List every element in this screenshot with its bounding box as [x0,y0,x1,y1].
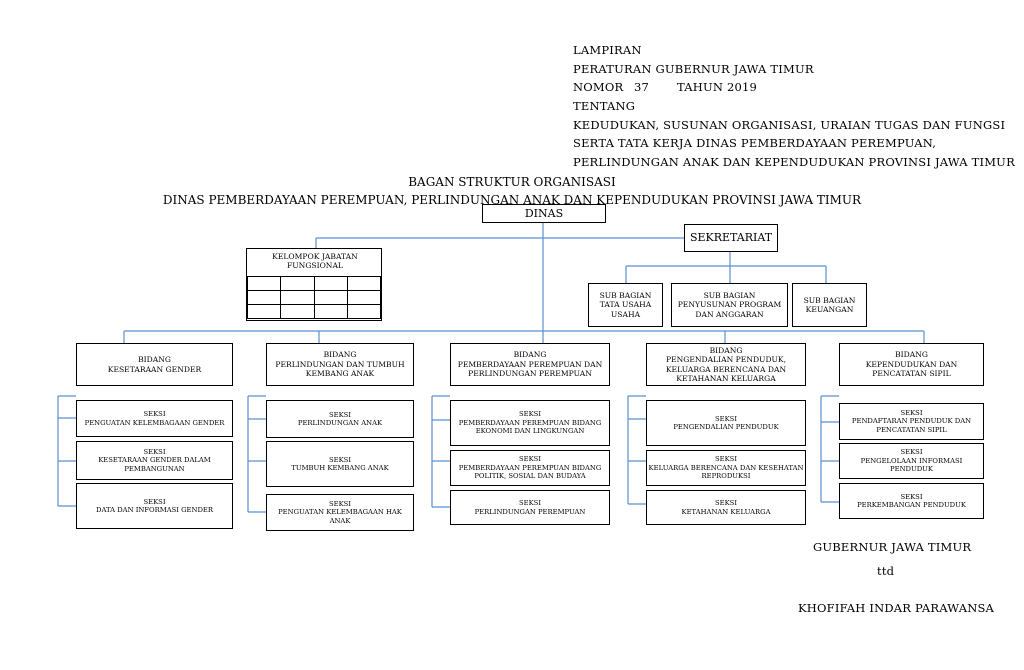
seksi-name: TUMBUH KEMBANG ANAK [291,464,389,472]
subbagian-keuangan-box: SUB BAGIAN KEUANGAN [792,283,867,327]
header-subject-3: PERLINDUNGAN ANAK DAN KEPENDUDUKAN PROVI… [573,155,1015,169]
kelompok-jabatan-fungsional-box: KELOMPOK JABATAN FUNGSIONAL [246,248,382,321]
seksi-box: SEKSI PERLINDUNGAN PEREMPUAN [450,490,610,525]
kelompok-grid [246,276,382,319]
subbagian-name: TATA USAHA USAHA [599,300,652,319]
seksi-name: DATA DAN INFORMASI GENDER [96,506,213,514]
sekretariat-label: SEKRETARIAT [689,231,773,245]
header-tahun: TAHUN 2019 [677,80,758,94]
bidang-name: PERLINDUNGAN DAN TUMBUH KEMBANG ANAK [275,359,405,379]
seksi-box: SEKSI PENGENDALIAN PENDUDUK [646,400,806,446]
bidang-pemberdayaan-perempuan-box: BIDANG PEMBERDAYAAN PEREMPUAN DAN PERLIN… [450,343,610,386]
bidang-pengendalian-penduduk-box: BIDANG PENGENDALIAN PENDUDUK, KELUARGA B… [646,343,806,386]
bidang-perlindungan-anak-box: BIDANG PERLINDUNGAN DAN TUMBUH KEMBANG A… [266,343,414,386]
seksi-box: SEKSI PENDAFTARAN PENDUDUK DAN PENCATATA… [839,403,984,440]
bidang-label: BIDANG [138,355,171,365]
subbagian-label: SUB BAGIAN [703,290,756,300]
seksi-label: SEKSI [328,455,352,464]
header-peraturan: PERATURAN GUBERNUR JAWA TIMUR [573,62,814,76]
seksi-name: PEMBERDAYAAN PEREMPUAN BIDANG EKONOMI DA… [458,418,602,436]
seksi-name: PENGUATAN KELEMBAGAAN GENDER [84,418,225,427]
bidang-name: PENGENDALIAN PENDUDUK, KELUARGA BERENCAN… [665,355,787,383]
seksi-label: SEKSI [518,499,542,508]
seksi-box: SEKSI PENGELOLAAN INFORMASI PENDUDUK [839,443,984,479]
seksi-label: SEKSI [143,497,166,506]
subbagian-name: PENYUSUNAN PROGRAM DAN ANGGARAN [677,300,782,319]
seksi-box: SEKSI TUMBUH KEMBANG ANAK [266,441,414,487]
seksi-label: SEKSI [900,492,923,501]
subbagian-label: SUB BAGIAN [803,295,856,305]
seksi-label: SEKSI [143,410,166,419]
bidang-kependudukan-box: BIDANG KEPENDUDUKAN DAN PENCATATAN SIPIL [839,343,984,386]
seksi-label: SEKSI [518,455,542,464]
seksi-label: SEKSI [328,410,352,419]
bidang-name: PEMBERDAYAAN PEREMPUAN DAN PERLINDUNGAN … [457,359,603,379]
bidang-name: KESETARAAN GENDER [107,364,202,374]
kelompok-line1: KELOMPOK JABATAN [272,252,358,261]
seksi-box: SEKSI PEMBERDAYAAN PEREMPUAN BIDANG EKON… [450,400,610,446]
seksi-name: PEMBERDAYAAN PEREMPUAN BIDANG POLITIK, S… [458,463,602,481]
seksi-box: SEKSI DATA DAN INFORMASI GENDER [76,483,233,529]
seksi-name: PENGUATAN KELEMBAGAAN HAK ANAK [278,508,402,525]
chart-subtitle: DINAS PEMBERDAYAAN PEREMPUAN, PERLINDUNG… [162,193,862,207]
seksi-label: SEKSI [143,447,166,456]
sekretariat-box: SEKRETARIAT [684,224,778,252]
seksi-box: SEKSI PENGUATAN KELEMBAGAAN HAK ANAK [266,494,414,531]
seksi-box: SEKSI KESETARAAN GENDER DALAM PEMBANGUNA… [76,441,233,480]
seksi-label: SEKSI [900,408,923,417]
subbagian-label: SUB BAGIAN [599,290,652,300]
header-tentang: TENTANG [573,99,636,113]
seksi-name: PENDAFTARAN PENDUDUK DAN PENCATATAN SIPI… [851,417,972,434]
signature-name: KHOFIFAH INDAR PARAWANSA [798,601,995,615]
seksi-box: SEKSI KETAHANAN KELUARGA [646,490,806,525]
seksi-name: PENGENDALIAN PENDUDUK [673,423,779,431]
seksi-box: SEKSI PENGUATAN KELEMBAGAAN GENDER [76,400,233,437]
seksi-name: PERLINDUNGAN ANAK [297,419,383,427]
seksi-name: PERKEMBANGAN PENDUDUK [857,501,966,509]
seksi-box: SEKSI PEMBERDAYAAN PEREMPUAN BIDANG POLI… [450,450,610,486]
seksi-box: SEKSI PERLINDUNGAN ANAK [266,400,414,438]
bidang-label: BIDANG [513,350,547,360]
seksi-name: KETAHANAN KELUARGA [681,507,771,516]
seksi-name: KESETARAAN GENDER DALAM PEMBANGUNAN [98,456,211,473]
seksi-label: SEKSI [328,499,352,508]
bidang-kesetaraan-gender-box: BIDANG KESETARAAN GENDER [76,343,233,386]
subbagian-tata-usaha-box: SUB BAGIAN TATA USAHA USAHA [588,283,663,327]
subbagian-penyusunan-program-box: SUB BAGIAN PENYUSUNAN PROGRAM DAN ANGGAR… [671,283,788,327]
seksi-label: SEKSI [714,499,738,508]
bidang-name: KEPENDUDUKAN DAN PENCATATAN SIPIL [865,359,958,379]
header-nomor-label: NOMOR [573,80,624,94]
seksi-box: SEKSI KELUARGA BERENCANA DAN KESEHATAN R… [646,450,806,486]
dinas-box: DINAS [482,204,606,223]
header-subject-2: SERTA TATA KERJA DINAS PEMBERDAYAAN PERE… [573,136,937,150]
seksi-label: SEKSI [900,448,923,457]
dinas-label: DINAS [524,206,564,220]
header-subject-1: KEDUDUKAN, SUSUNAN ORGANISASI, URAIAN TU… [573,118,1006,132]
subbagian-name: KEUANGAN [805,305,854,314]
header-lampiran: LAMPIRAN [573,43,642,57]
signature-ttd: ttd [877,564,895,578]
seksi-name: PENGELOLAAN INFORMASI PENDUDUK [860,456,963,474]
bidang-label: BIDANG [709,345,743,355]
seksi-name: PERLINDUNGAN PEREMPUAN [474,507,586,516]
bidang-label: BIDANG [895,350,928,360]
seksi-label: SEKSI [518,410,542,419]
signature-title: GUBERNUR JAWA TIMUR [813,540,972,554]
seksi-label: SEKSI [714,414,738,423]
chart-title: BAGAN STRUKTUR ORGANISASI [408,175,616,189]
seksi-box: SEKSI PERKEMBANGAN PENDUDUK [839,483,984,519]
seksi-name: KELUARGA BERENCANA DAN KESEHATAN REPRODU… [648,463,804,481]
seksi-label: SEKSI [714,455,738,464]
kelompok-line2: FUNGSIONAL [287,261,343,271]
header-nomor-value: 37 [634,80,650,94]
bidang-label: BIDANG [323,350,357,360]
